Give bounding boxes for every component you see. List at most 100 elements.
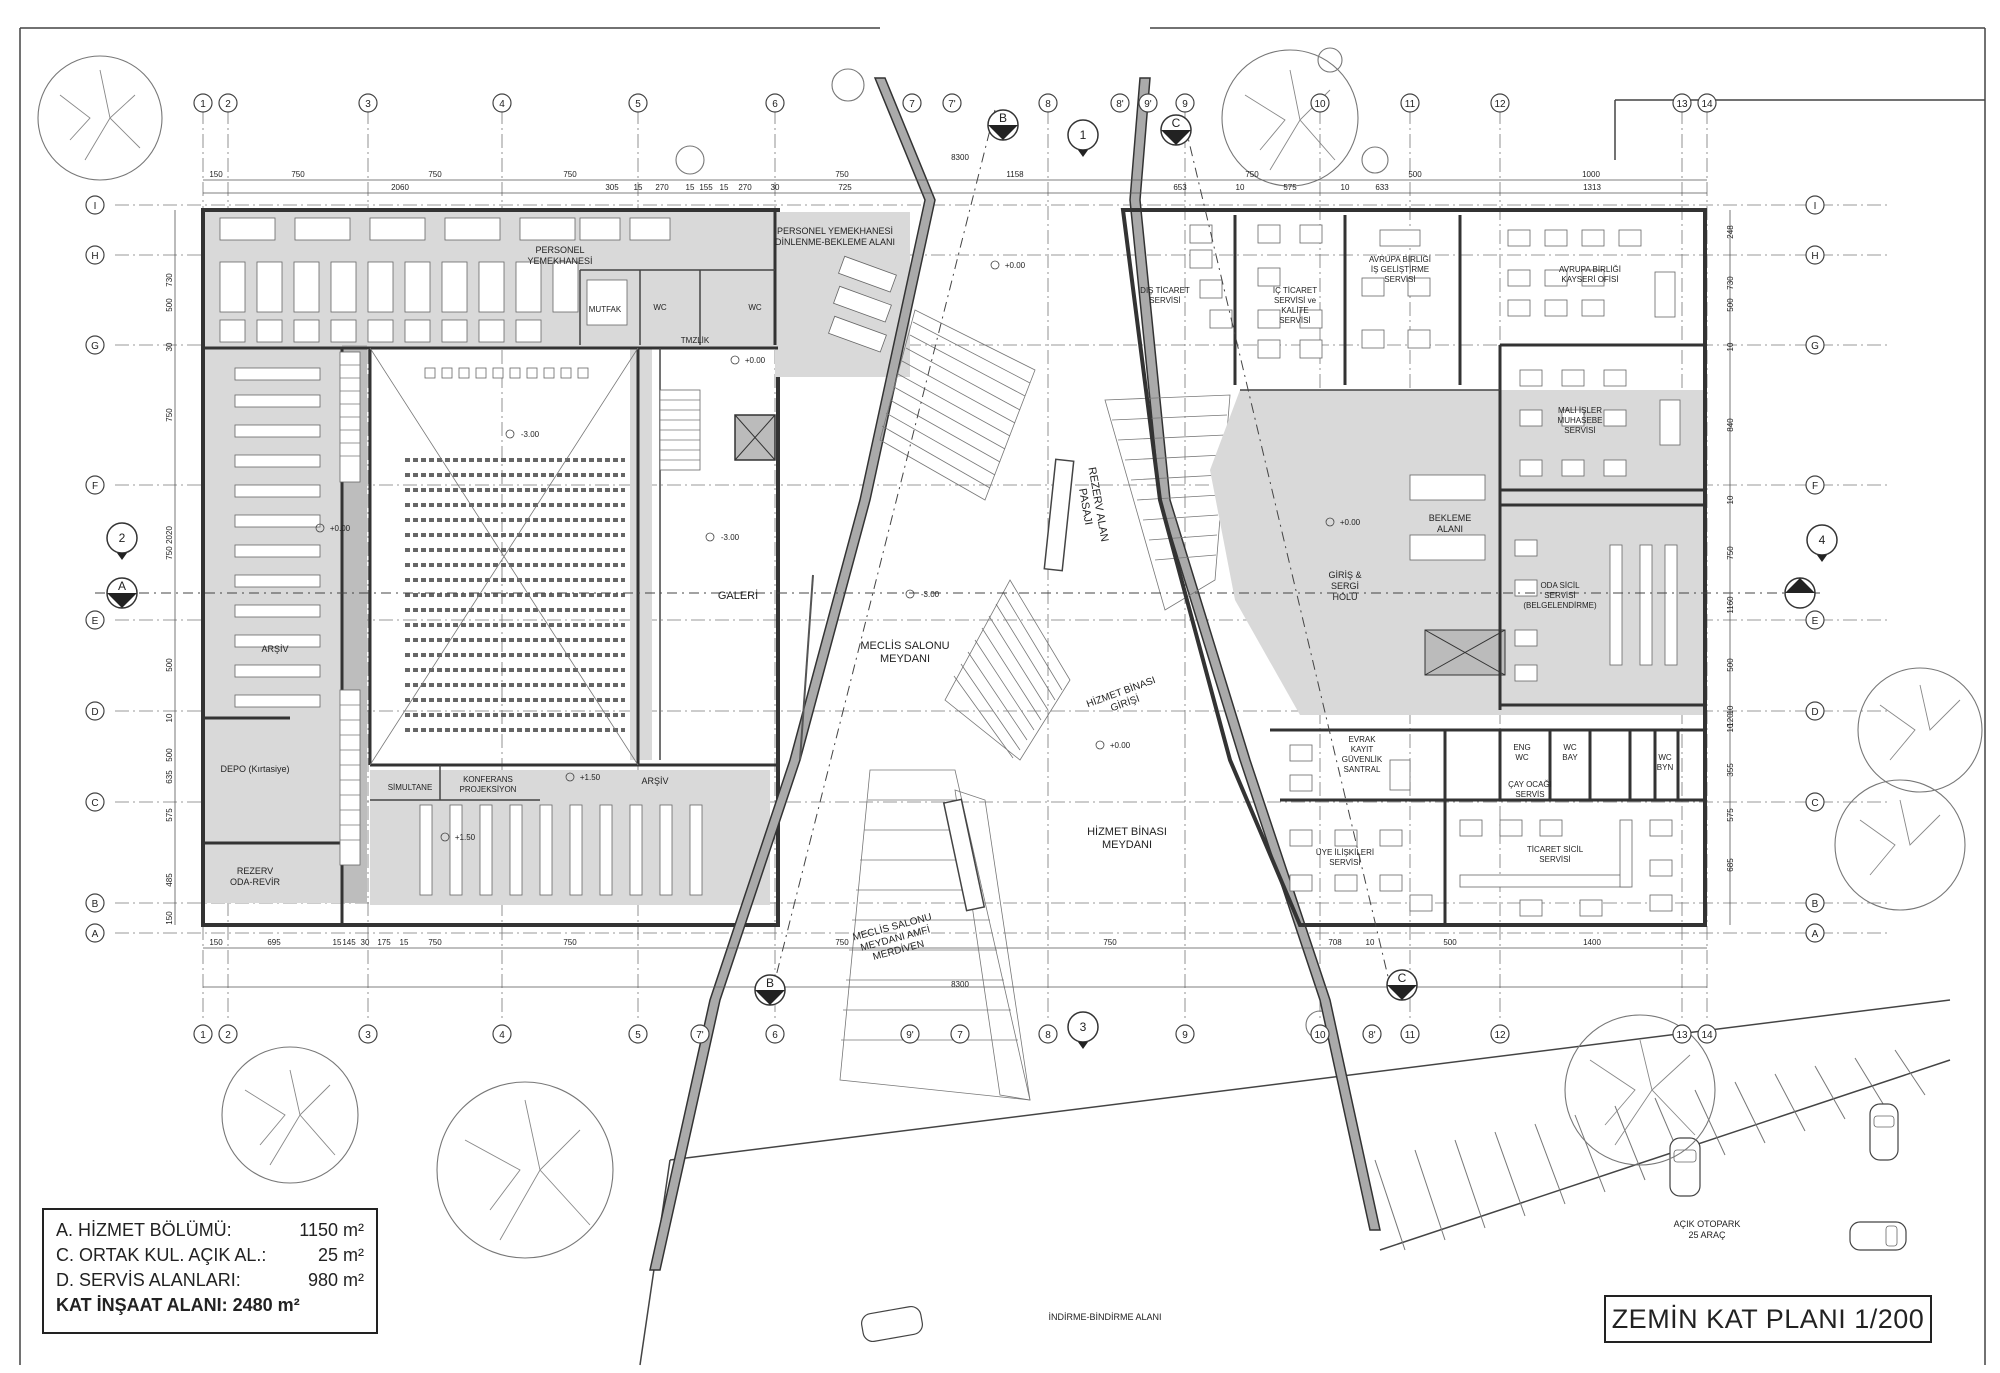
- level-marker: +0.00: [1095, 740, 1131, 750]
- grid-axis-label: 9: [1182, 1030, 1188, 1041]
- dimension-value: 150: [209, 938, 223, 947]
- grid-axis-label: 7': [948, 99, 956, 110]
- grid-axis-marker: 8': [1362, 1024, 1382, 1044]
- grid-axis-label: A: [92, 929, 99, 940]
- room-label-evrak-kayit-line: GÜVENLİK: [1342, 755, 1383, 764]
- drawing-border: [19, 27, 1986, 1365]
- tree-icon: [1361, 146, 1389, 174]
- dimension-value: 750: [1245, 170, 1259, 179]
- level-marker: +0.00: [315, 523, 351, 533]
- grid-axis-label: 3: [365, 1030, 371, 1041]
- dimension-value: 10: [1726, 342, 1735, 351]
- grid-axis-label: 1: [200, 1030, 206, 1041]
- grid-axis-marker: 8: [1038, 93, 1058, 113]
- dimension-value: 840: [1726, 418, 1735, 432]
- grid-axis-marker: 8': [1110, 93, 1130, 113]
- dimension-value: 1000: [1582, 170, 1600, 179]
- section-marker-label: 3: [1080, 1020, 1087, 1034]
- dimension-value: 750: [563, 938, 577, 947]
- dimension-value: 15: [400, 938, 409, 947]
- level-value: -3.00: [521, 430, 540, 439]
- level-value: +0.00: [1110, 741, 1131, 750]
- dimension-value: 635: [165, 770, 174, 784]
- grid-axis-label: E: [92, 616, 99, 627]
- section-marker-label: 4: [1819, 533, 1826, 547]
- grid-axis-label: 11: [1405, 99, 1416, 110]
- room-label-eng-wc-line: WC: [1515, 753, 1529, 762]
- room-label-ab-kayseri-line: KAYSERİ OFİSİ: [1561, 275, 1618, 284]
- dimension-value: 145: [342, 938, 356, 947]
- car-icon: [1669, 1137, 1701, 1197]
- tree-icon: [831, 68, 865, 102]
- dimension-value: 150: [165, 911, 174, 925]
- grid-axis-label: 2: [225, 99, 231, 110]
- level-marker: +0.00: [730, 355, 766, 365]
- dimension-value: 2020: [165, 526, 174, 544]
- grid-axis-label: 5: [635, 1030, 641, 1041]
- room-label-ticaret-sicil-line: SERVİSİ: [1539, 855, 1570, 864]
- dimension-value: 15: [634, 183, 643, 192]
- section-marker-label: C: [1398, 971, 1407, 985]
- grid-axis-marker: B: [1805, 893, 1825, 913]
- grid-axis-label: H: [91, 251, 98, 262]
- grid-axis-marker: 14: [1697, 93, 1717, 113]
- grid-axis-marker: D: [85, 701, 105, 721]
- archive-shelves: [419, 804, 703, 896]
- dimension-value: 10: [1341, 183, 1350, 192]
- grid-axis-marker: 7': [942, 93, 962, 113]
- grid-axis-marker: E: [85, 610, 105, 630]
- dimension-value: 30: [165, 342, 174, 351]
- grid-axis-label: 14: [1701, 1030, 1713, 1041]
- grid-axis-marker: 7': [690, 1024, 710, 1044]
- dimension-total: 8300: [951, 980, 969, 989]
- room-label-oda-sicil-line: ODA SİCİL: [1540, 581, 1580, 590]
- dimension-value: 685: [1726, 858, 1735, 872]
- grid-axis-marker: 9': [1138, 93, 1158, 113]
- grid-axis-label: 6: [772, 1030, 778, 1041]
- section-marker-label: C: [1172, 116, 1181, 130]
- grid-axis-label: 13: [1676, 1030, 1688, 1041]
- parking-stalls: [1374, 1049, 1926, 1251]
- grid-axis-label: 8: [1045, 99, 1051, 110]
- room-label-uye-iliskileri-line: ÜYE İLİŞKİLERİ: [1316, 848, 1374, 857]
- area-label: KAT İNŞAAT ALANI: 2480 m²: [56, 1295, 300, 1315]
- grid-axis-label: G: [91, 341, 99, 352]
- room-label-ic-ticaret-line: İÇ TİCARET: [1273, 286, 1317, 295]
- dimension-value: 730: [165, 273, 174, 287]
- car-icon: [1849, 1221, 1907, 1251]
- room-label-wc-byn-line: BYN: [1657, 763, 1674, 772]
- grid-axis-marker: A: [1805, 923, 1825, 943]
- elevator-icon: [734, 414, 776, 461]
- grid-axis-label: H: [1811, 251, 1818, 262]
- grid-axis-label: A: [1812, 929, 1819, 940]
- room-label-wc: WC: [748, 303, 762, 312]
- grid-axis-marker: I: [1805, 195, 1825, 215]
- level-marker: -3.00: [705, 532, 740, 542]
- section-marker: 1: [1067, 119, 1099, 157]
- level-value: -3.00: [921, 590, 940, 599]
- grid-axis-marker: 2: [218, 1024, 238, 1044]
- section-marker: A: [1784, 577, 1816, 609]
- grid-axis-label: C: [1811, 798, 1818, 809]
- car-icon: [1869, 1103, 1899, 1161]
- room-label-hizmet-meydani-line: HİZMET BİNASI: [1087, 825, 1167, 838]
- grid-axis-marker: 7: [950, 1024, 970, 1044]
- grid-axis-marker: H: [85, 245, 105, 265]
- grid-axis-marker: G: [85, 335, 105, 355]
- grid-axis-label: 4: [499, 99, 505, 110]
- section-marker: B: [754, 974, 786, 1006]
- dimension-value: 695: [267, 938, 281, 947]
- area-label: A. HİZMET BÖLÜMÜ:: [56, 1220, 232, 1240]
- dimension-value: 500: [165, 298, 174, 312]
- room-label-bekleme-line: ALANI: [1437, 524, 1463, 534]
- room-label-acik-otopark-line: 25 ARAÇ: [1688, 1230, 1726, 1240]
- dimension-value: 10: [1726, 705, 1735, 714]
- dimension-value: 1313: [1583, 183, 1601, 192]
- grid-axis-label: 10: [1314, 1030, 1326, 1041]
- level-value: -3.00: [721, 533, 740, 542]
- grid-axis-marker: 10: [1310, 1024, 1330, 1044]
